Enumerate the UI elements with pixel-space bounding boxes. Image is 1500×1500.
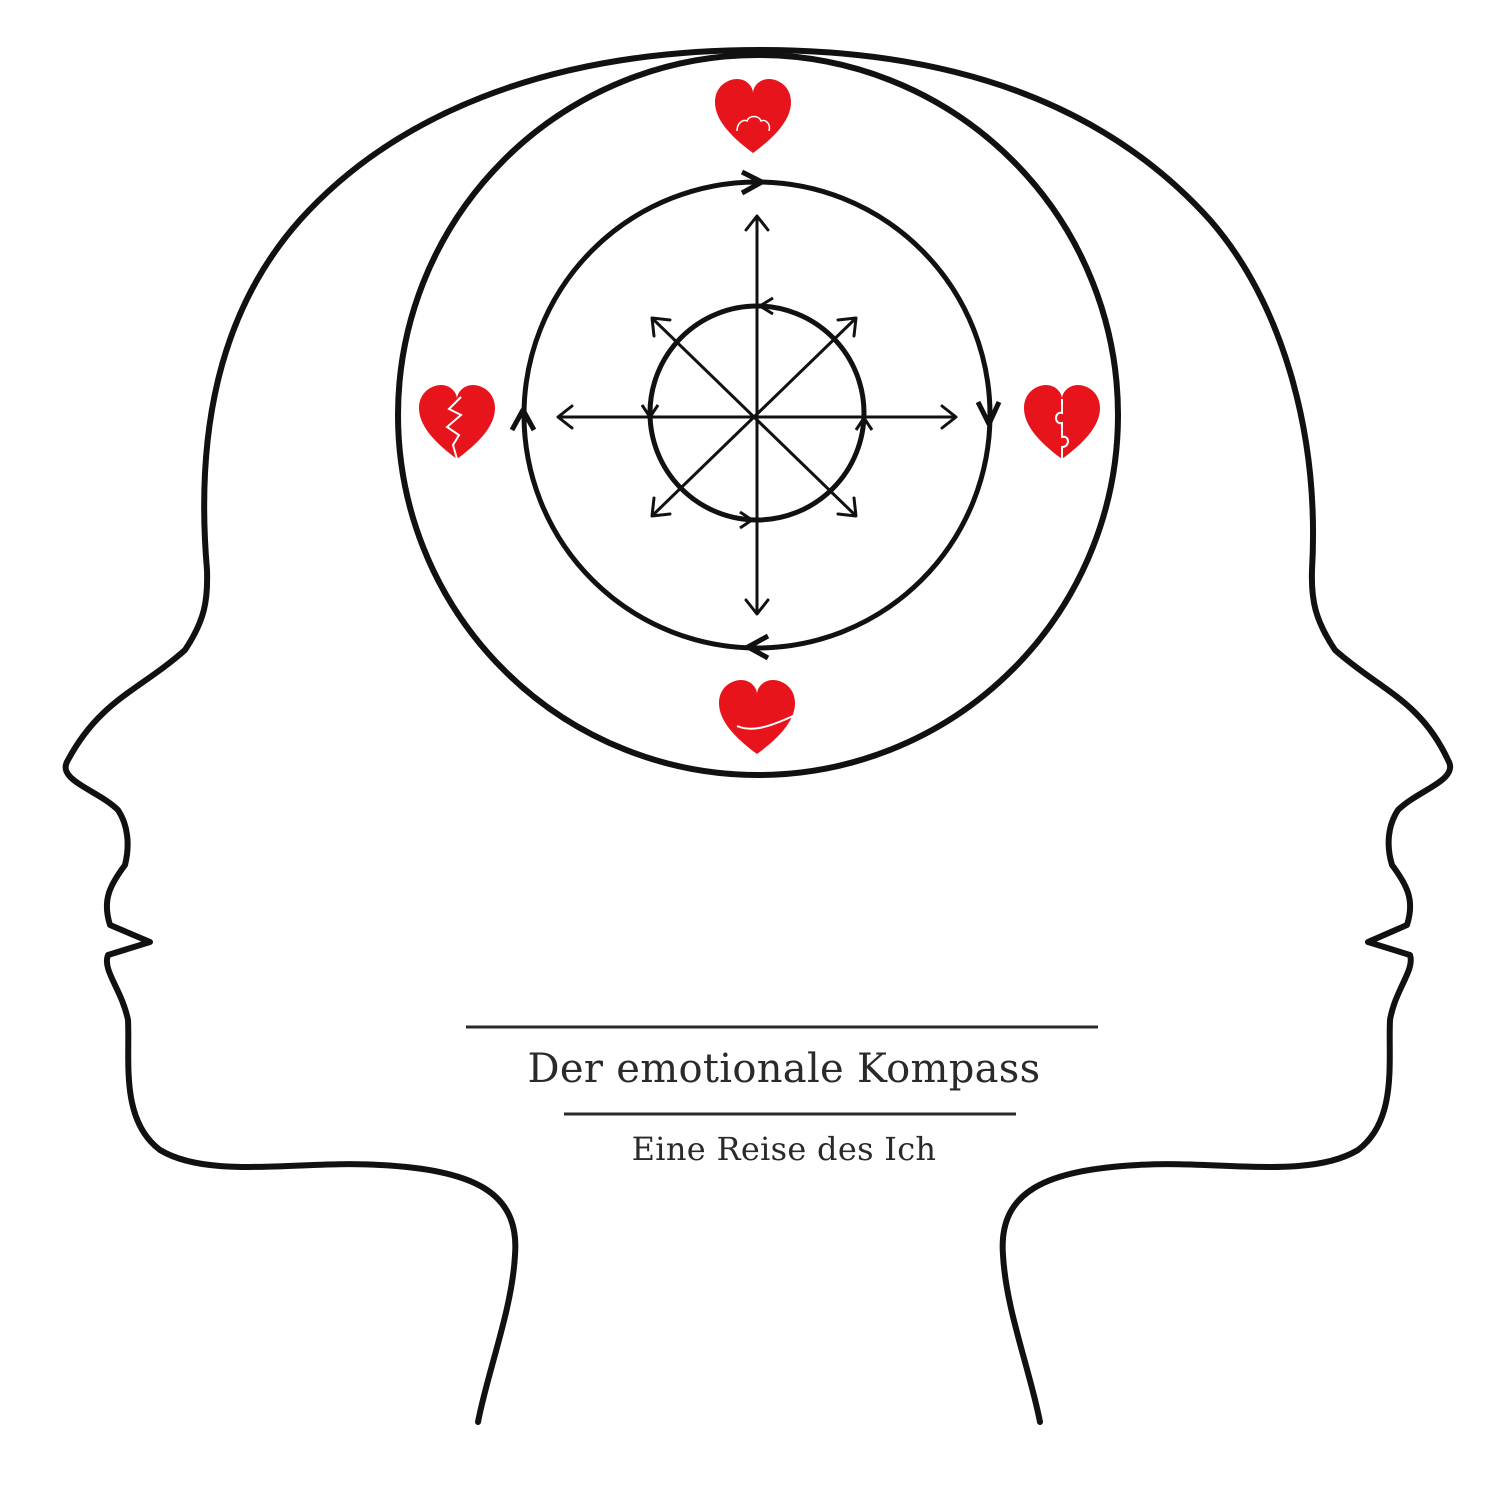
head-silhouette: [62, 47, 1454, 1425]
heart-mended-bottom-icon: [719, 680, 795, 754]
page-subtitle: Eine Reise des Ich: [631, 1130, 937, 1168]
inner-ring-arrow-bottom: [739, 510, 755, 530]
inner-ring-arrow-top: [757, 296, 774, 316]
heart-top-icon: [715, 79, 791, 153]
page-title: Der emotionale Kompass: [527, 1046, 1041, 1092]
outer-ring: [395, 52, 1121, 778]
compass-arrows: [556, 214, 958, 616]
heart-puzzle-right-icon: [1024, 385, 1100, 459]
middle-ring-arrow-left: [509, 407, 537, 432]
heart-broken-left-icon: [419, 385, 495, 460]
middle-ring-arrow-right: [975, 400, 1002, 427]
middle-ring-arrow-bottom: [745, 633, 770, 661]
middle-ring-arrow-top: [740, 169, 765, 196]
